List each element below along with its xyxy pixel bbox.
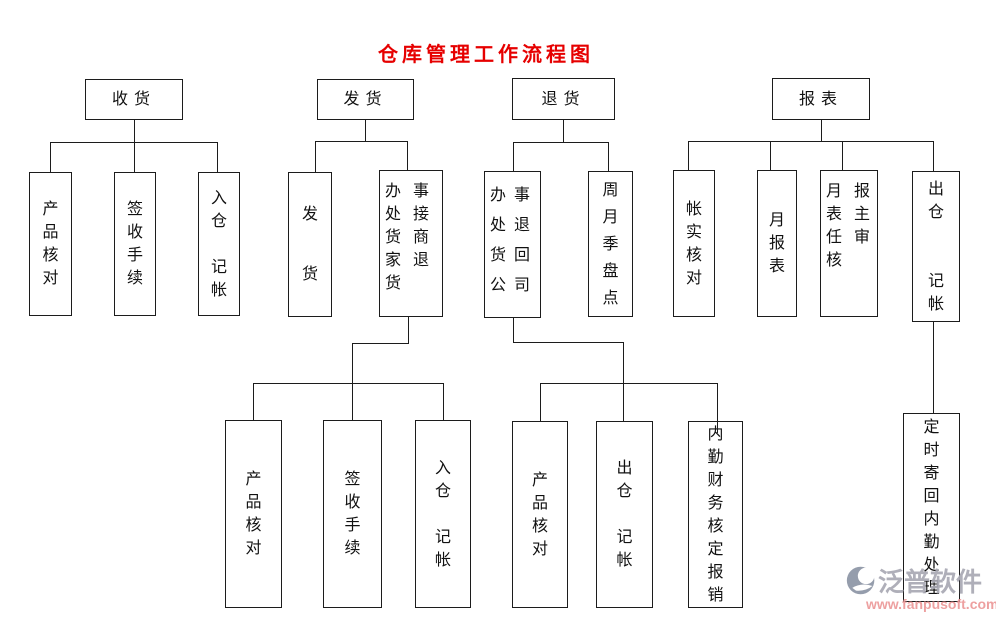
connector (688, 141, 689, 170)
node-sign-procedure-2: 签 收 手 续 (323, 420, 382, 608)
connector (688, 141, 933, 142)
connector (50, 142, 51, 172)
connector (563, 120, 564, 142)
page-title: 仓库管理工作流程图 (378, 44, 594, 66)
node-supervisor-review: 月报 表主 任审 核 (820, 170, 878, 317)
node-receiving: 收货 (85, 79, 183, 120)
connector (623, 342, 624, 383)
connector (50, 142, 217, 143)
node-product-check-3: 产 品 核 对 (512, 421, 568, 608)
node-receiving-label: 收货 (111, 91, 156, 108)
watermark-brand: 泛普软件 (878, 567, 983, 597)
connector (540, 383, 717, 384)
watermark-url: www.fanpusoft.com (866, 596, 996, 612)
node-product-check-1: 产 品 核 对 (29, 172, 72, 316)
node-inbound-bookkeeping-1: 入 仓 记 帐 (198, 172, 240, 316)
connector (513, 142, 608, 143)
connector (352, 343, 353, 383)
connector (352, 343, 409, 344)
node-scheduled-mailback-processing: 定 时 寄 回 内 勤 处 理 (903, 413, 960, 602)
connector (253, 383, 254, 420)
node-inbound-bookkeeping-2: 入 仓 记 帐 (415, 420, 471, 608)
node-periodic-stocktake: 周 月 季 盘 点 (588, 171, 633, 317)
node-sign-procedure-1: 签 收 手 续 (114, 172, 156, 316)
node-account-reconciliation: 帐 实 核 对 (673, 170, 715, 317)
node-outbound-bookkeeping-1: 出 仓 记 帐 (912, 171, 960, 322)
connector (365, 120, 366, 141)
connector (513, 142, 514, 171)
node-returns: 退货 (512, 78, 615, 120)
connector (933, 141, 934, 171)
connector (933, 322, 934, 413)
connector (315, 141, 408, 142)
node-office-receive-merchant-returns: 办事 处接 货商 家退 货 (379, 170, 443, 317)
connector (134, 120, 135, 142)
node-backoffice-finance-approval: 内 勤 财 务 核 定 报 销 (688, 421, 743, 608)
connector (608, 142, 609, 171)
connector (513, 342, 623, 343)
connector (134, 142, 135, 172)
connector (540, 383, 541, 421)
connector (352, 383, 353, 420)
node-product-check-2: 产 品 核 对 (225, 420, 282, 608)
node-shipping: 发货 (317, 79, 414, 120)
node-reports: 报表 (772, 78, 870, 120)
connector (217, 142, 218, 172)
connector (821, 120, 822, 141)
node-shipping-label: 发货 (343, 91, 388, 108)
connector (407, 141, 408, 170)
connector (842, 141, 843, 170)
connector (315, 141, 316, 172)
connector (513, 318, 514, 342)
watermark: 泛普软件 www.fanpusoft.com (845, 562, 996, 612)
node-outbound-bookkeeping-2: 出 仓 记 帐 (596, 421, 653, 608)
fanpu-logo-icon (846, 566, 875, 595)
connector (623, 383, 624, 421)
connector (408, 317, 409, 343)
node-returns-label: 退货 (541, 90, 586, 108)
node-monthly-report: 月 报 表 (757, 170, 797, 317)
connector (770, 141, 771, 170)
connector (717, 383, 718, 433)
node-office-return-to-company: 办事 处退 货回 公司 (484, 171, 541, 318)
node-ship-goods: 发 货 (288, 172, 332, 317)
connector (253, 383, 443, 384)
node-reports-label: 报表 (798, 90, 843, 108)
connector (443, 383, 444, 420)
